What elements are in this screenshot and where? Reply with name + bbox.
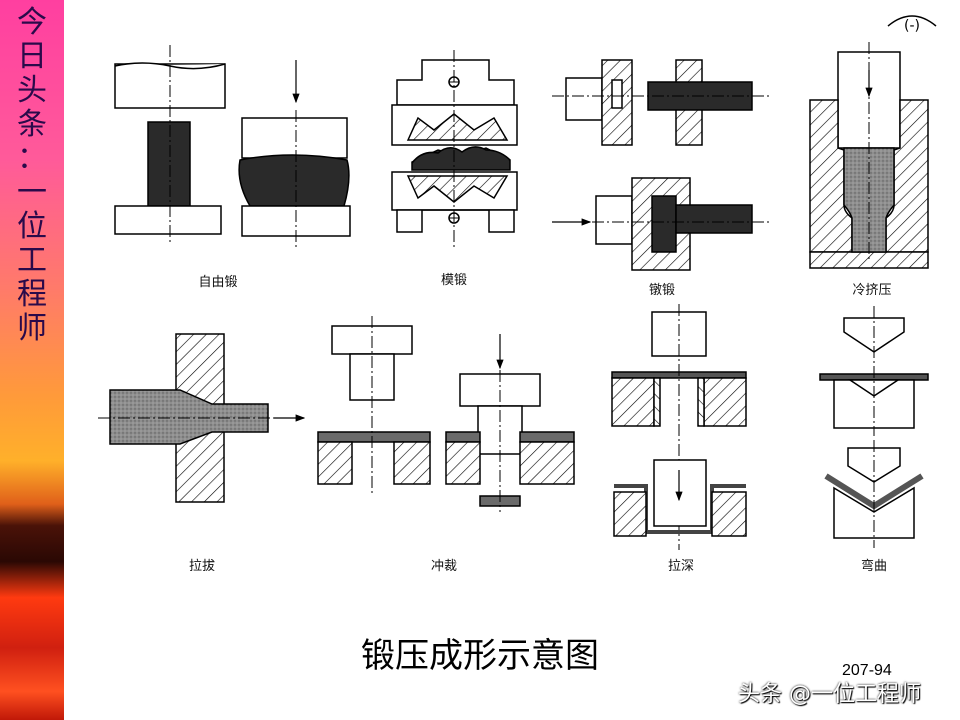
sidebar-char: 条 [17,107,47,142]
label-bending: 弯曲 [861,558,887,574]
deep-drawing-figure [611,304,747,550]
cold-extrusion-figure [809,42,929,269]
page-number: 207-94 [842,662,892,679]
diagram-panel [82,0,952,586]
diagram-caption: 锻压成形示意图 [361,636,599,676]
bending-figure [819,306,929,548]
forging-diagram: 自由锻 模锻 镦锻 冷挤压 拉拔 冲裁 拉深 弯曲 [98,42,929,574]
drawing-figure [98,333,306,503]
sidebar-char: 一 [17,175,47,210]
label-drawing: 拉拔 [189,559,215,574]
label-cold-extrusion: 冷挤压 [852,283,891,298]
label-upsetting: 镦锻 [649,282,675,298]
watermark: 头条 @一位工程师 [738,682,921,707]
corner-mark-text: (-) [904,18,920,34]
sidebar-char: 头 [17,73,47,108]
sidebar-char: 程 [17,277,47,312]
punching-figure [317,316,575,512]
sidebar-banner: 今 日 头 条 ： 一 位 工 程 师 [0,0,64,720]
die-forging-figure [391,50,518,248]
sidebar-char: 日 [17,39,47,74]
label-free-forging: 自由锻 [198,275,237,290]
sidebar-title: 今 日 头 条 ： 一 位 工 程 师 [8,6,56,346]
label-punching: 冲裁 [431,558,457,574]
sidebar-char: 工 [17,243,47,278]
corner-mark: (-) [887,15,937,34]
label-die-forging: 模锻 [441,273,467,288]
sidebar-char: 位 [17,209,47,244]
sidebar-char: ： [17,141,47,176]
upsetting-figure [552,59,772,271]
free-forging-figure [114,45,351,248]
sidebar-char: 今 [17,5,47,40]
label-deep-drawing: 拉深 [668,559,694,574]
sidebar-char: 师 [17,311,47,346]
